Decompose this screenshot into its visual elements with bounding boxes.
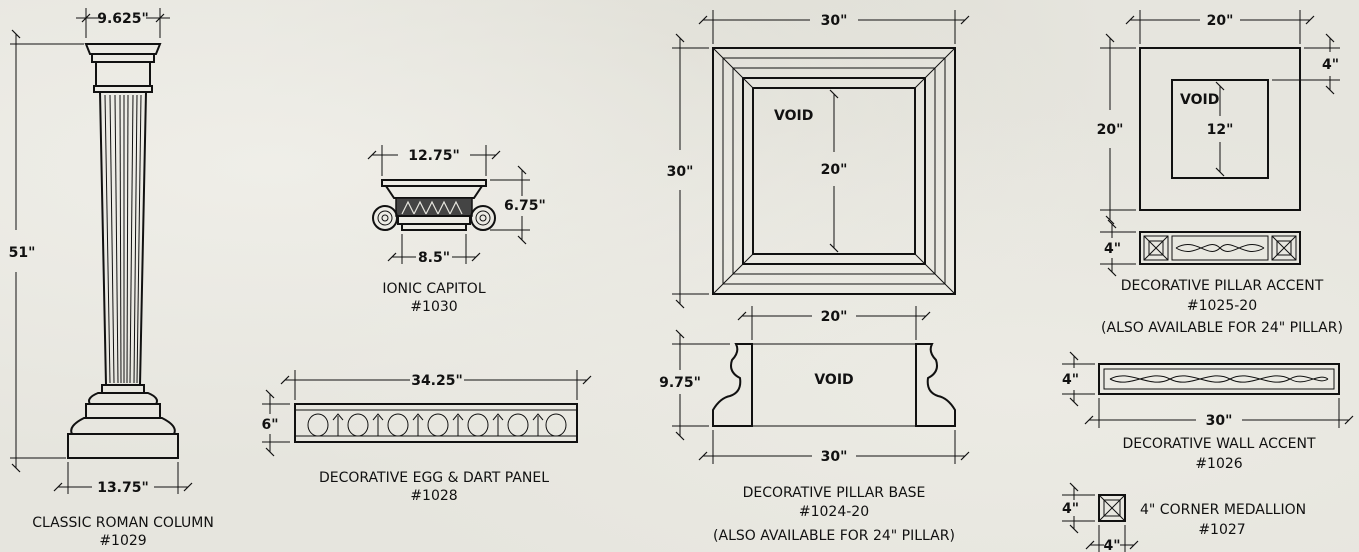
- pillar-base-top-view: [712, 47, 956, 295]
- capitol-drawing: [372, 179, 496, 231]
- egg-dart-dimensions: [262, 370, 592, 457]
- capitol-dimensions: [367, 145, 530, 264]
- pillar-accent-band-dimension: [1100, 219, 1136, 277]
- column-height-dimension: 51": [9, 245, 36, 261]
- pillar-accent-code: #1025-20: [1187, 298, 1257, 314]
- pillar-accent-top-view: [1139, 47, 1301, 211]
- medallion-group: 4" 4" 4" CORNER MEDALLION #1027: [1062, 482, 1306, 552]
- pillar-base-void-label: VOID: [774, 108, 813, 124]
- column-code: #1029: [99, 533, 146, 549]
- egg-dart-width-dimension: 34.25": [411, 373, 463, 389]
- pillar-base-side-top-dimension: 20": [821, 309, 848, 325]
- egg-dart-height-dimension: 6": [261, 417, 278, 433]
- wall-accent-name: DECORATIVE WALL ACCENT: [1122, 436, 1316, 452]
- column-base-dimension: 13.75": [97, 480, 149, 496]
- medallion-width-dimension: 4": [1103, 538, 1120, 552]
- pillar-base-code: #1024-20: [799, 504, 869, 520]
- pillar-accent-top-width: 20": [1207, 13, 1234, 29]
- pillar-base-side-bottom-dimension: 30": [821, 449, 848, 465]
- capitol-name: IONIC CAPITOL: [382, 281, 485, 297]
- pillar-accent-note: (ALSO AVAILABLE FOR 24" PILLAR): [1101, 320, 1343, 336]
- wall-accent-dimensions: [1062, 351, 1354, 428]
- capitol-bottom-dimension: 8.5": [418, 250, 450, 266]
- wall-accent-code: #1026: [1195, 456, 1242, 472]
- egg-dart-group: 34.25" 6" DECORATIVE EGG & DART PANEL #1…: [261, 370, 592, 504]
- capitol-height-dimension: 6.75": [504, 198, 546, 214]
- medallion-name: 4" CORNER MEDALLION: [1140, 502, 1306, 518]
- column-name: CLASSIC ROMAN COLUMN: [32, 515, 214, 531]
- pillar-base-top-width: 30": [821, 13, 848, 29]
- pillar-accent-void-dimension: 12": [1207, 122, 1234, 138]
- ionic-capitol-group: 12.75" 6.75" 8.5" IONIC CAPITOL #1030: [367, 145, 546, 315]
- pillar-accent-group: 20" 20" 4" VOID 12" 4" DECORATIVE PILLAR…: [1097, 10, 1343, 336]
- column-drawing: [67, 43, 179, 459]
- pillar-base-side-height-dimension: 9.75": [659, 375, 701, 391]
- pillar-accent-band: [1139, 231, 1301, 265]
- column-dimensions: [10, 8, 193, 494]
- capitol-width-dimension: 12.75": [408, 148, 460, 164]
- pillar-accent-inset-dimension: 4": [1322, 57, 1339, 73]
- egg-dart-name: DECORATIVE EGG & DART PANEL: [319, 470, 549, 486]
- capitol-code: #1030: [410, 299, 457, 315]
- pillar-base-side-void-label: VOID: [814, 372, 853, 388]
- column-top-dimension: 9.625": [97, 11, 149, 27]
- medallion-code: #1027: [1198, 522, 1245, 538]
- pillar-base-side-dimensions: [672, 306, 970, 464]
- pillar-base-top-height: 30": [667, 164, 694, 180]
- egg-dart-drawing: [294, 403, 578, 443]
- pillar-accent-void-label: VOID: [1180, 92, 1219, 108]
- wall-accent-drawing: [1098, 363, 1340, 395]
- pillar-accent-top-height: 20": [1097, 122, 1124, 138]
- wall-accent-width-dimension: 30": [1206, 413, 1233, 429]
- pillar-accent-band-height: 4": [1104, 241, 1121, 257]
- medallion-dimensions: [1062, 482, 1139, 552]
- pillar-base-group: 30" 30" VOID 20" 20" 9.75" VOID 30" DECO…: [659, 10, 970, 544]
- egg-dart-code: #1028: [410, 488, 457, 504]
- pillar-base-note: (ALSO AVAILABLE FOR 24" PILLAR): [713, 528, 955, 544]
- pillar-base-top-dimensions: [672, 10, 970, 309]
- roman-column-group: 9.625" 51" 13.75" CLASSIC ROMAN COLUMN #…: [9, 8, 214, 549]
- wall-accent-group: 4" 30" DECORATIVE WALL ACCENT #1026: [1062, 351, 1354, 472]
- pillar-base-name: DECORATIVE PILLAR BASE: [743, 485, 926, 501]
- medallion-height-dimension: 4": [1062, 501, 1079, 517]
- pillar-base-void-dimension: 20": [821, 162, 848, 178]
- medallion-drawing: [1098, 494, 1126, 522]
- pillar-base-side-view: [712, 343, 956, 427]
- pillar-accent-top-dimensions: [1100, 10, 1340, 225]
- pillar-accent-name: DECORATIVE PILLAR ACCENT: [1121, 278, 1324, 294]
- wall-accent-height-dimension: 4": [1062, 372, 1079, 388]
